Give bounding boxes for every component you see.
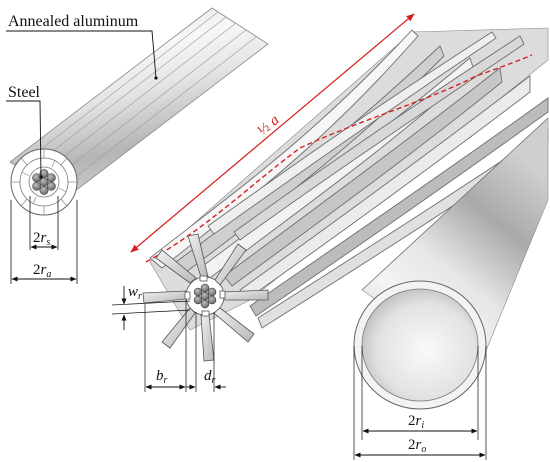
finned-steel-core — [193, 283, 217, 309]
dimension-2ri: 2ri — [361, 346, 479, 440]
svg-text:½a: ½a — [255, 112, 283, 139]
finned-cross-section — [142, 233, 269, 362]
dimension-2ro: 2ro — [353, 346, 487, 460]
helical-finned-conductor: ½a — [111, 13, 549, 392]
dim-br-var: b — [156, 368, 164, 384]
svg-text:2ra: 2ra — [33, 262, 51, 280]
dim-wr-var: w — [128, 284, 138, 300]
svg-text:2ri: 2ri — [408, 413, 424, 431]
dim-dr-var: d — [204, 368, 212, 384]
tube-cross-section — [353, 280, 487, 410]
steel-label: Steel — [8, 84, 41, 101]
steel-leader — [6, 100, 42, 178]
dim-2ra-sub: a — [46, 269, 51, 280]
dim-dr-sub: r — [212, 375, 216, 386]
dim-2ro-var: r — [416, 437, 422, 453]
dim-2ri-var: r — [416, 413, 422, 429]
svg-text:2ro: 2ro — [408, 437, 426, 455]
svg-text:dr: dr — [204, 368, 216, 386]
svg-text:br: br — [156, 368, 168, 386]
dim-2ri-coef: 2 — [408, 413, 416, 429]
aluminum-label: Annealed aluminum — [8, 13, 139, 30]
dim-2rs-var: r — [41, 230, 47, 246]
dimension-br: br — [144, 300, 187, 392]
dim-wr-sub: r — [138, 291, 142, 302]
dimension-wr: wr — [111, 284, 191, 330]
stranded-cross-section — [10, 148, 78, 216]
svg-text:wr: wr — [128, 284, 142, 302]
dim-2ra-var: r — [41, 262, 47, 278]
hollow-tube-conductor: 2ri 2ro — [353, 117, 549, 460]
dimension-dr: dr — [186, 312, 226, 392]
dimension-2ra: 2ra — [10, 200, 78, 284]
svg-text:2rs: 2rs — [33, 230, 50, 248]
dim-2rs-coef: 2 — [33, 230, 41, 246]
dim-2ro-coef: 2 — [408, 437, 416, 453]
dim-br-sub: r — [164, 375, 168, 386]
dimension-2rs: 2rs — [29, 196, 59, 250]
dim-2ri-sub: i — [421, 420, 424, 431]
dim-2ro-sub: o — [421, 444, 426, 455]
dim-2ra-coef: 2 — [33, 262, 41, 278]
dim-2rs-sub: s — [46, 237, 50, 248]
